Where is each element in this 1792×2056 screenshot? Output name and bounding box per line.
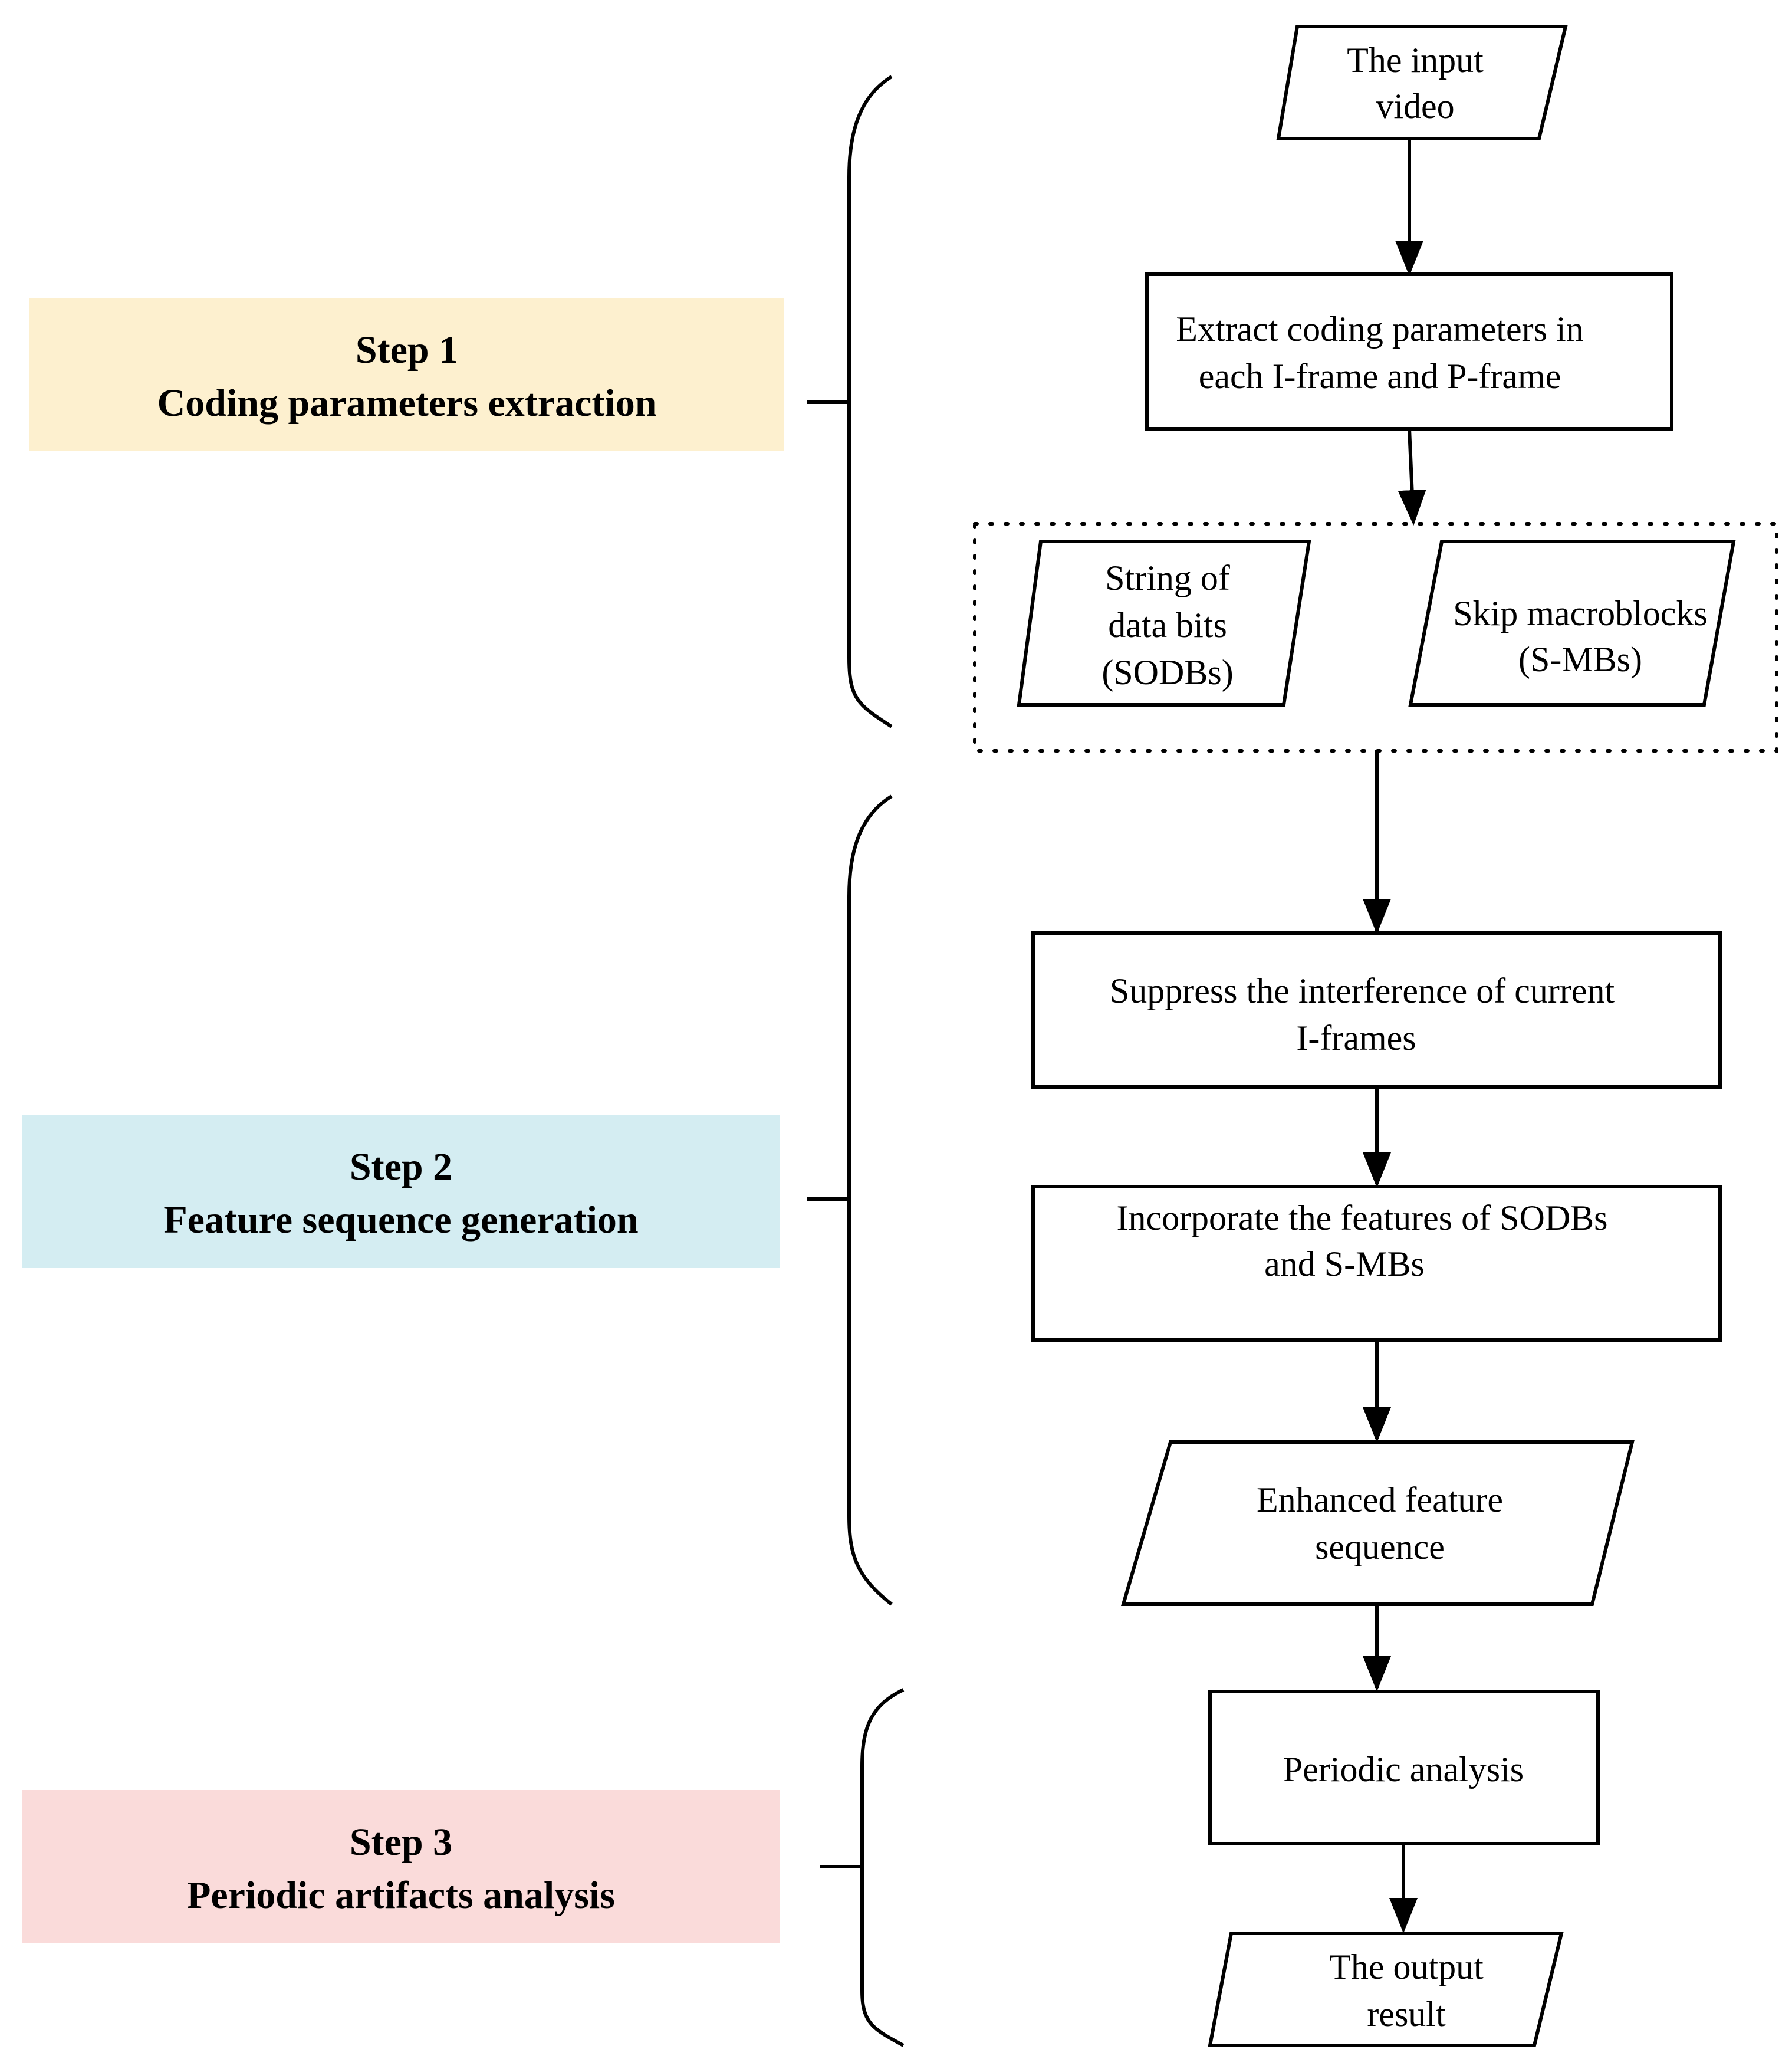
node-extract-line-1: Extract coding parameters in — [1176, 310, 1583, 349]
node-input-video-line-2: video — [1376, 87, 1454, 126]
node-suppress-line-2: I-frames — [1296, 1019, 1416, 1057]
node-enhanced-line-1: Enhanced feature — [1257, 1480, 1503, 1519]
node-extract-line-2: each I-frame and P-frame — [1199, 357, 1561, 396]
node-suppress-line-1: Suppress the interference of current — [1110, 971, 1615, 1010]
step-1-title: Step 1 — [356, 329, 458, 372]
node-sodbs: String of data bits (SODBs) — [1017, 540, 1311, 707]
step-2-label: Step 2 Feature sequence generation — [22, 1115, 780, 1268]
node-periodic-line-1: Periodic analysis — [1283, 1750, 1524, 1789]
step-1-panel — [29, 298, 784, 451]
node-skip-macroblocks: Skip macroblocks (S-MBs) — [1408, 540, 1736, 707]
node-smbs-line-2: (S-MBs) — [1518, 640, 1642, 679]
node-output-result: The output result — [1208, 1932, 1564, 2047]
node-sodbs-line-2: data bits — [1108, 606, 1227, 645]
step-3-panel — [22, 1790, 780, 1943]
node-periodic-analysis: Periodic analysis — [1208, 1690, 1600, 1845]
node-sodbs-line-3: (SODBs) — [1101, 653, 1233, 692]
node-suppress-iframes: Suppress the interference of current I-f… — [1031, 931, 1722, 1089]
node-input-video-line-1: The input — [1347, 41, 1484, 80]
step-3-subtitle: Periodic artifacts analysis — [187, 1874, 615, 1917]
step-3-title: Step 3 — [350, 1821, 452, 1864]
edge-extract-to-group — [1398, 428, 1426, 526]
node-enhanced-feature-sequence: Enhanced feature sequence — [1121, 1440, 1635, 1606]
step-1-brace — [807, 75, 893, 728]
node-input-video: The input video — [1276, 25, 1568, 140]
node-sodbs-line-1: String of — [1105, 559, 1230, 597]
node-smbs-line-1: Skip macroblocks — [1453, 594, 1708, 633]
step-1-subtitle: Coding parameters extraction — [157, 382, 657, 425]
node-incorporate-line-1: Incorporate the features of SODBs — [1116, 1198, 1607, 1237]
step-2-brace — [807, 794, 893, 1606]
step-3-label: Step 3 Periodic artifacts analysis — [22, 1790, 780, 1943]
step-1-label: Step 1 Coding parameters extraction — [29, 298, 784, 451]
step-2-subtitle: Feature sequence generation — [163, 1198, 638, 1242]
step-2-panel — [22, 1115, 780, 1268]
step-3-brace — [820, 1688, 905, 2047]
node-incorporate-line-2: and S-MBs — [1264, 1244, 1425, 1283]
node-output-line-2: result — [1367, 1995, 1446, 2034]
node-extract-coding-parameters: Extract coding parameters in each I-fram… — [1145, 272, 1673, 431]
edges — [1363, 139, 1426, 1933]
node-output-line-1: The output — [1329, 1947, 1484, 1986]
node-enhanced-line-2: sequence — [1315, 1528, 1445, 1566]
node-incorporate-features: Incorporate the features of SODBs and S-… — [1031, 1185, 1722, 1342]
step-2-title: Step 2 — [350, 1145, 452, 1188]
